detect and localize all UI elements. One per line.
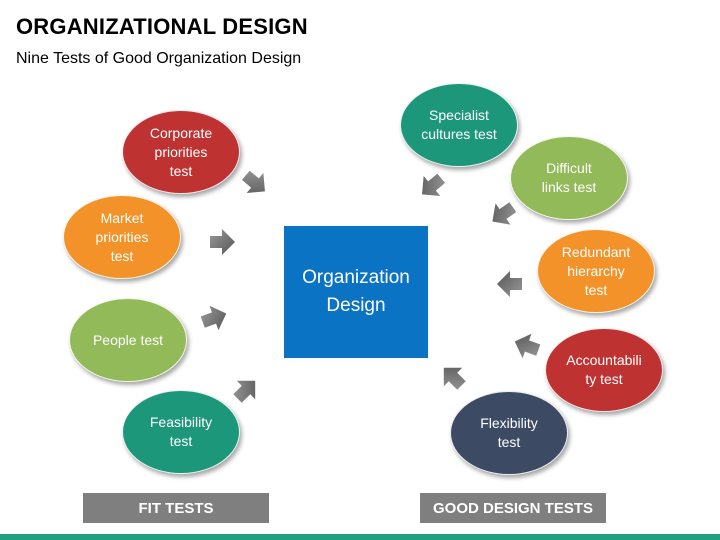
difficult-links-test-node: Difficult links test xyxy=(510,136,628,220)
arrow-flexibility-icon xyxy=(443,367,466,390)
redundant-hierarchy-test-node: Redundant hierarchy test xyxy=(537,229,655,313)
feasibility-test-node: Feasibility test xyxy=(122,390,240,474)
arrow-specialist-icon xyxy=(422,173,446,196)
node-label: Market priorities test xyxy=(95,209,149,264)
arrow-market-icon xyxy=(210,229,235,255)
market-priorities-test-node: Market priorities test xyxy=(63,195,181,279)
bottom-accent-bar xyxy=(0,534,720,540)
fit-tests-text: FIT TESTS xyxy=(138,499,214,517)
node-label: Accountabili ty test xyxy=(566,352,642,387)
accountability-test-node: Accountabili ty test xyxy=(545,328,663,412)
fit-tests-label: FIT TESTS xyxy=(83,493,269,523)
node-label: Corporate priorities test xyxy=(149,124,213,179)
good-design-tests-label: GOOD DESIGN TESTS xyxy=(420,493,606,523)
people-test-node: People test xyxy=(69,298,187,382)
node-label: Specialist cultures test xyxy=(421,107,497,142)
page-subtitle: Nine Tests of Good Organization Design xyxy=(16,50,302,67)
corporate-priorities-test-node: Corporate priorities test xyxy=(122,110,240,194)
good-design-tests-text: GOOD DESIGN TESTS xyxy=(432,499,594,517)
node-label: Flexibility test xyxy=(480,415,538,450)
arrow-feasibility-icon xyxy=(233,380,256,403)
node-label: Feasibility test xyxy=(149,414,213,449)
specialist-cultures-test-node: Specialist cultures test xyxy=(400,83,518,167)
center-label: Organization Design xyxy=(302,267,410,316)
node-label: People test xyxy=(92,331,164,348)
arrow-difficult-icon xyxy=(492,202,517,225)
node-label: Difficult links test xyxy=(541,160,597,195)
organization-design-box: Organization Design xyxy=(284,226,428,358)
flexibility-test-node: Flexibility test xyxy=(450,391,568,475)
arrow-redundant-icon xyxy=(497,271,522,297)
arrow-accountability-icon xyxy=(514,333,541,359)
arrow-people-icon xyxy=(200,305,227,331)
page-title: ORGANIZATIONAL DESIGN xyxy=(16,14,308,39)
arrow-corporate-icon xyxy=(241,170,265,193)
node-label: Redundant hierarchy test xyxy=(561,243,631,298)
